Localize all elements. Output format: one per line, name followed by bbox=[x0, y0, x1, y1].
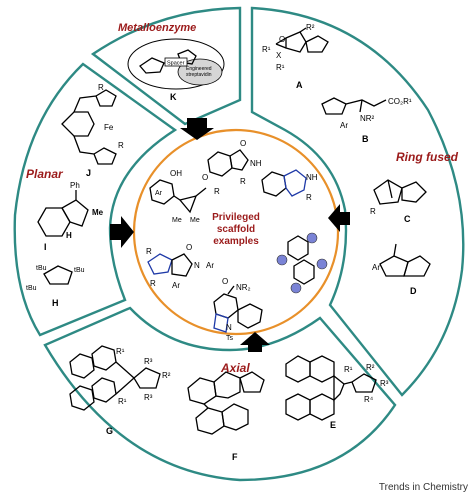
label-B: B bbox=[362, 134, 369, 144]
g-r1a-text: R¹ bbox=[116, 347, 125, 356]
k-engineered-text: Engineered bbox=[186, 66, 212, 72]
section-label-metalloenzyme: Metalloenzyme bbox=[118, 22, 196, 34]
outer-ring bbox=[13, 6, 465, 482]
m-ar3-text: Ar bbox=[172, 281, 180, 290]
arrows bbox=[110, 118, 350, 352]
a-r2-text: R² bbox=[306, 23, 315, 32]
h-tbu1-text: tBu bbox=[36, 265, 47, 272]
a-r1b-text: R¹ bbox=[276, 63, 285, 72]
compound-A: O X R¹ R¹ R² A bbox=[262, 23, 329, 90]
label-D: D bbox=[410, 286, 417, 296]
c-r-text: R bbox=[370, 207, 376, 216]
d-ar-text: Ar bbox=[372, 263, 380, 272]
m-nh1-text: NH bbox=[250, 159, 262, 168]
arrow-bottom bbox=[240, 332, 270, 352]
compound-I: Ph Me H I bbox=[37, 181, 104, 252]
m-r2-text: R bbox=[306, 193, 312, 202]
label-J: J bbox=[86, 168, 91, 178]
b-ar-text: Ar bbox=[340, 121, 348, 130]
compound-K: Spacer Engineered streptavidin K bbox=[127, 38, 225, 102]
label-C: C bbox=[404, 214, 411, 224]
m-o4-text: O bbox=[222, 277, 228, 286]
i-me-text: Me bbox=[92, 208, 104, 217]
segment-planar bbox=[13, 62, 178, 337]
g-r3b-text: R³ bbox=[144, 393, 153, 402]
m-r1-text: R bbox=[240, 177, 246, 186]
section-label-axial: Axial bbox=[220, 361, 250, 375]
compound-D: Ar D bbox=[372, 243, 431, 296]
compound-C: R C bbox=[370, 179, 427, 224]
m-r3-text: R bbox=[146, 247, 152, 256]
m-o2-text: O bbox=[240, 139, 246, 148]
sphere-2 bbox=[276, 254, 288, 266]
a-r1a-text: R¹ bbox=[262, 45, 271, 54]
a-o-text: O bbox=[279, 35, 285, 44]
e-r1-text: R¹ bbox=[344, 365, 353, 374]
i-ph-text: Ph bbox=[70, 181, 80, 190]
a-x-text: X bbox=[276, 51, 282, 60]
m-oh-text: OH bbox=[170, 169, 182, 178]
compound-H: tBu tBu tBu H bbox=[26, 265, 85, 308]
footer-credit: Trends in Chemistry bbox=[378, 482, 468, 493]
label-E: E bbox=[330, 420, 336, 430]
e-r3-text: R³ bbox=[380, 379, 389, 388]
g-r3a-text: R³ bbox=[144, 357, 153, 366]
label-G: G bbox=[106, 426, 113, 436]
compound-F: F bbox=[187, 371, 265, 462]
center-line-2: scaffold bbox=[217, 224, 255, 235]
label-I: I bbox=[44, 242, 47, 252]
m-n-text: N bbox=[194, 261, 200, 270]
section-label-ring-fused: Ring fused bbox=[396, 150, 459, 164]
sphere-4 bbox=[290, 282, 302, 294]
label-F: F bbox=[232, 452, 238, 462]
sphere-1 bbox=[306, 232, 318, 244]
e-r2-text: R² bbox=[366, 363, 375, 372]
segment-ring-fused bbox=[250, 6, 465, 397]
compound-B: CO₂R¹ NR² Ar B bbox=[321, 97, 412, 144]
compound-G: R¹ R¹ R² R³ R³ G bbox=[69, 345, 171, 436]
m-nh2-text: NH bbox=[306, 173, 318, 182]
m-ts-text: Ts bbox=[226, 335, 234, 342]
g-r2-text: R² bbox=[162, 371, 171, 380]
arrow-top bbox=[180, 118, 214, 140]
center-scaffolds: Ar OH O R Me Me O NH R NH R Privileged s… bbox=[146, 139, 328, 342]
h-tbu3-text: tBu bbox=[26, 285, 37, 292]
k-streptavidin-text: streptavidin bbox=[186, 72, 212, 78]
m-ar-text: Ar bbox=[155, 190, 163, 197]
arrow-left bbox=[110, 216, 134, 248]
center-line-1: Privileged bbox=[212, 212, 260, 223]
m-o-text: O bbox=[202, 173, 208, 182]
e-r4-text: R⁴ bbox=[364, 395, 374, 404]
compound-J: Fe R R J bbox=[61, 83, 124, 178]
k-spacer-text: Spacer bbox=[167, 61, 185, 67]
m-me2-text: Me bbox=[190, 217, 200, 224]
g-r1b-text: R¹ bbox=[118, 397, 127, 406]
m-o3-text: O bbox=[186, 243, 192, 252]
m-n2-text: N bbox=[226, 323, 232, 332]
b-co2r1-text: CO₂R¹ bbox=[388, 97, 412, 106]
segment-metalloenzyme bbox=[90, 6, 242, 126]
j-r1-text: R bbox=[98, 83, 104, 92]
m-me1-text: Me bbox=[172, 217, 182, 224]
b-nr2-text: NR² bbox=[360, 114, 375, 123]
h-tbu2-text: tBu bbox=[74, 267, 85, 274]
label-H: H bbox=[52, 298, 59, 308]
i-h-text: H bbox=[66, 231, 72, 240]
m-r-text: R bbox=[214, 187, 220, 196]
m-nr2-text: NR₂ bbox=[236, 283, 251, 292]
j-fe-text: Fe bbox=[104, 123, 114, 132]
segment-axial bbox=[43, 306, 397, 482]
m-r4-text: R bbox=[150, 279, 156, 288]
center-line-3: examples bbox=[213, 236, 259, 247]
compound-E: R¹ R² R³ R⁴ E bbox=[285, 355, 389, 430]
label-K: K bbox=[170, 92, 177, 102]
j-r2-text: R bbox=[118, 141, 124, 150]
m-ar2-text: Ar bbox=[206, 261, 214, 270]
sphere-3 bbox=[316, 258, 328, 270]
section-label-planar: Planar bbox=[26, 167, 64, 181]
arrow-right bbox=[328, 204, 350, 232]
label-A: A bbox=[296, 80, 303, 90]
